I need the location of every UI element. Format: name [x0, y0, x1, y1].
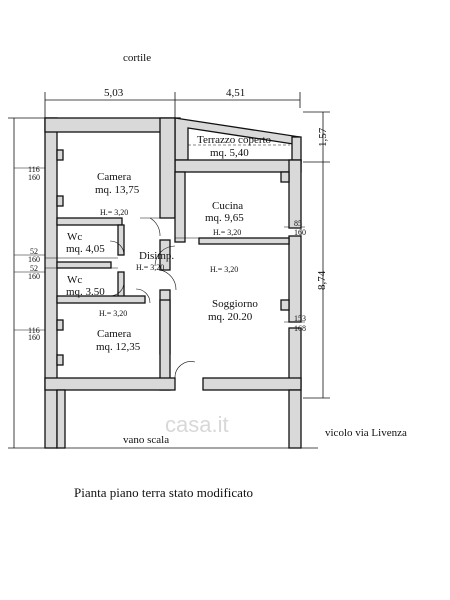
dim-left-160-a: 160	[28, 173, 40, 182]
dim-top-left: 5,03	[104, 87, 124, 99]
plan-caption: Pianta piano terra stato modificato	[74, 485, 253, 500]
room-camera1-name: Camera	[97, 171, 131, 183]
dim-85: 85	[294, 219, 302, 228]
dimension-lines	[8, 92, 330, 449]
dim-left-160-c: 160	[28, 272, 40, 281]
dim-left-160-b: 160	[28, 255, 40, 264]
room-camera1-height: H.= 3,20	[100, 208, 128, 217]
room-cucina-area: mq. 9,65	[205, 212, 244, 224]
room-camera2-name: Camera	[97, 328, 131, 340]
room-cucina-height: H.= 3,20	[213, 228, 241, 237]
dim-168: 168	[294, 324, 306, 333]
watermark: casa.it	[165, 412, 229, 437]
dim-right-main: 8,74	[316, 270, 328, 290]
dim-left-52-a: 52	[30, 247, 38, 256]
dim-160-a: 160	[294, 228, 306, 237]
room-soggiorno-height: H.= 3,20	[210, 265, 238, 274]
room-disimp-height: H.= 3,20	[136, 263, 164, 272]
room-wc2-name: Wc	[67, 274, 82, 286]
room-wc1-name: Wc	[67, 231, 82, 243]
room-camera2-area: mq. 12,35	[96, 341, 141, 353]
door-swings	[45, 144, 302, 379]
label-street: vicolo via Livenza	[325, 427, 407, 439]
dim-left-160-d: 160	[28, 333, 40, 342]
room-labels: Terrazzo coperto mq. 5,40 Camera mq. 13,…	[66, 134, 272, 353]
dim-right-top: 1,57	[317, 127, 329, 147]
walls	[44, 117, 302, 449]
dim-left-116-b: 116	[28, 326, 40, 335]
dim-153: 153	[294, 314, 306, 323]
label-courtyard: cortile	[123, 52, 151, 64]
dim-top-right: 4,51	[226, 87, 245, 99]
dimension-texts: 5,03 4,51 1,57 8,74 85 160 153 168 116 1…	[28, 87, 329, 342]
room-wc1-area: mq. 4,05	[66, 243, 105, 255]
room-camera1-area: mq. 13,75	[95, 184, 140, 196]
room-camera2-height: H.= 3,20	[99, 309, 127, 318]
dim-left-116-a: 116	[28, 165, 40, 174]
room-terrazzo-area: mq. 5,40	[210, 147, 249, 159]
label-stairwell: vano scala	[123, 434, 169, 446]
room-disimp-name: Disimp.	[139, 250, 174, 262]
room-cucina-name: Cucina	[212, 200, 243, 212]
room-soggiorno-name: Soggiorno	[212, 298, 258, 310]
room-wc2-area: mq. 3.50	[66, 286, 105, 298]
dim-left-52-b: 52	[30, 264, 38, 273]
room-terrazzo-name: Terrazzo coperto	[197, 134, 272, 146]
room-soggiorno-area: mq. 20.20	[208, 311, 253, 323]
